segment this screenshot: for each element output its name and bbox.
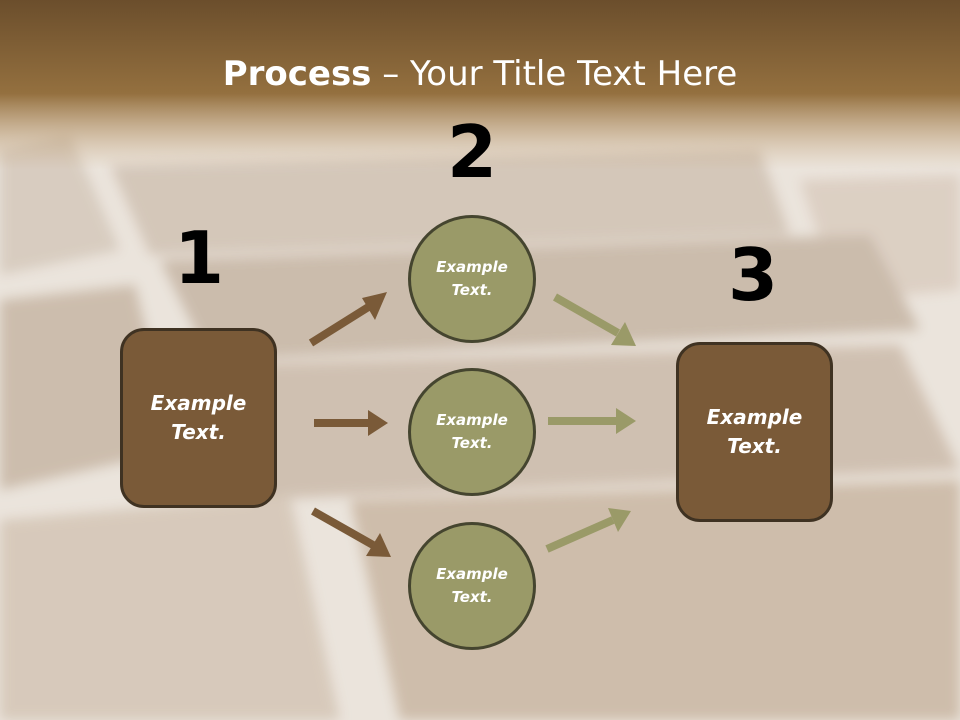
circle-3: Example Text. xyxy=(408,522,536,650)
circle-1-text: Example Text. xyxy=(436,258,508,299)
slide-title: Process – Your Title Text Here xyxy=(0,52,960,96)
step-number-3: 3 xyxy=(727,233,779,317)
left-box-text: Example Text. xyxy=(150,391,247,444)
right-box: Example Text. xyxy=(676,342,833,522)
circle-2: Example Text. xyxy=(408,368,536,496)
right-box-text: Example Text. xyxy=(706,405,803,458)
circle-3-text: Example Text. xyxy=(436,565,508,606)
step-number-1: 1 xyxy=(173,216,225,300)
circle-2-text: Example Text. xyxy=(436,411,508,452)
title-rest: – Your Title Text Here xyxy=(371,54,738,94)
circle-1: Example Text. xyxy=(408,215,536,343)
left-box: Example Text. xyxy=(120,328,277,508)
title-bold: Process xyxy=(222,54,372,94)
step-number-2: 2 xyxy=(446,110,498,194)
